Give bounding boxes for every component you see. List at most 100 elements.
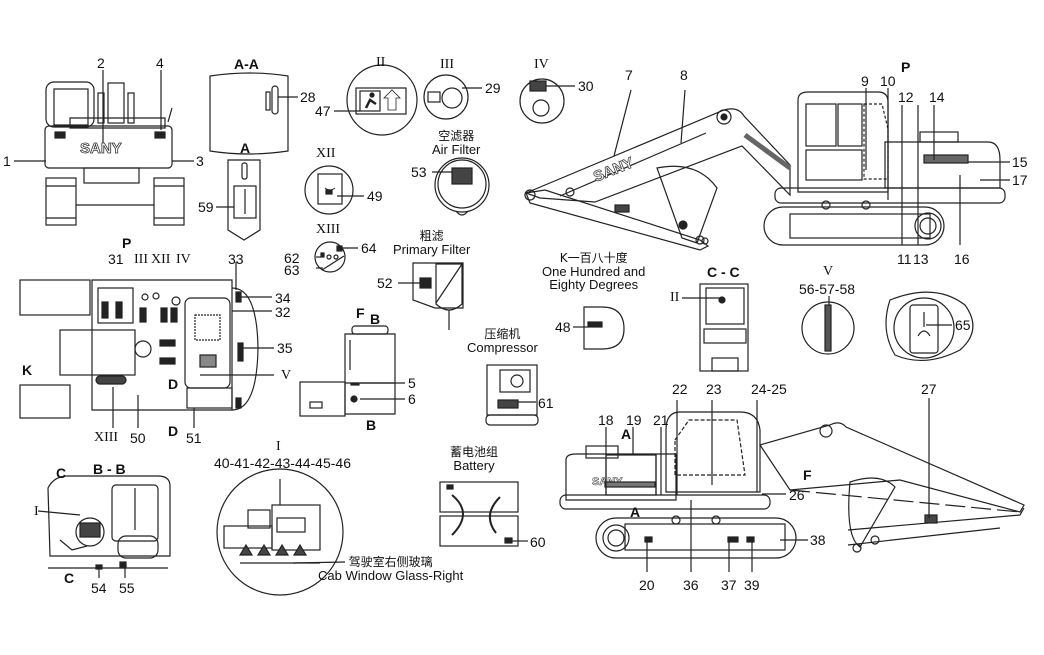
top-view-p-title: P	[122, 235, 132, 251]
callout-5: 5	[408, 375, 416, 391]
callout-31: 31	[108, 251, 124, 267]
callout-22: 22	[672, 381, 688, 397]
svg-text:SANY: SANY	[80, 140, 122, 157]
detail-xiii-drawing	[314, 241, 358, 273]
primary-filter-caption: 粗滤 Primary Filter	[393, 230, 470, 256]
cab-window-caption: 驾驶室右侧玻璃 Cab Window Glass-Right	[318, 556, 463, 582]
section-aa-drawing	[209, 72, 298, 155]
callout-18: 18	[598, 412, 614, 428]
marker-d-upper: D	[168, 376, 179, 392]
detail-xiii-title: XIII	[316, 222, 341, 237]
callout-56-57-58: 56-57-58	[799, 281, 856, 297]
primary-filter-drawing	[398, 262, 464, 330]
callout-40-46: 40-41-42-43-44-45-46	[214, 455, 351, 471]
callout-15: 15	[1012, 154, 1028, 170]
callout-8: 8	[680, 67, 688, 83]
callout-60: 60	[530, 534, 546, 550]
rear-view-drawing: SANY	[14, 70, 194, 226]
callout-9: 9	[861, 73, 869, 89]
primary-filter-title-zh: 粗滤	[419, 229, 444, 243]
detail-ii-title: II	[376, 55, 386, 70]
compressor-title-en: Compressor	[467, 339, 538, 355]
marker-f: F	[803, 467, 812, 483]
view-a-title: A	[240, 140, 251, 156]
callout-59: 59	[198, 199, 214, 215]
callout-32: 32	[275, 304, 291, 320]
detail-v-drawing	[801, 296, 855, 355]
compressor-drawing	[485, 364, 539, 426]
callout-34: 34	[275, 290, 291, 306]
detail-iv-drawing	[519, 78, 575, 124]
callout-62: 62	[284, 250, 300, 266]
detail-xii-title: XII	[316, 146, 336, 161]
marker-d-lower: D	[168, 423, 179, 439]
callout-11: 11	[897, 251, 912, 267]
callout-29: 29	[485, 80, 501, 96]
side-view-left-drawing: SANY	[559, 398, 1025, 572]
battery-title-zh: 蓄电池组	[450, 445, 499, 459]
side-view-right-drawing: SANY	[524, 88, 1010, 251]
view-k-title-en-2: Eighty Degrees	[549, 277, 639, 293]
battery-title-en: Battery	[453, 457, 495, 473]
callout-53: 53	[411, 164, 427, 180]
callout-4: 4	[156, 55, 164, 71]
compressor-title-zh: 压缩机	[484, 327, 521, 341]
marker-c-lower: C	[64, 570, 75, 586]
callout-7: 7	[625, 67, 633, 83]
callout-36: 36	[683, 577, 699, 593]
callout-55: 55	[119, 580, 135, 596]
callout-14: 14	[929, 89, 945, 105]
callout-61: 61	[538, 395, 554, 411]
marker-iii: III	[134, 252, 148, 267]
callout-65: 65	[955, 317, 971, 333]
detail-iv-title: IV	[534, 57, 549, 72]
air-filter-drawing	[432, 157, 490, 216]
callout-21: 21	[653, 412, 669, 428]
marker-iv: IV	[176, 252, 191, 267]
marker-xii: XII	[151, 252, 171, 267]
detail-iii-drawing	[423, 74, 482, 120]
marker-xiii: XIII	[94, 430, 119, 445]
detail-i-title: I	[276, 439, 281, 454]
section-bb-title: B - B	[93, 461, 126, 477]
callout-20: 20	[639, 577, 655, 593]
detail-v-title: V	[823, 264, 834, 279]
callout-19: 19	[626, 412, 642, 428]
detail-i-drawing	[216, 468, 346, 596]
callout-49: 49	[367, 188, 383, 204]
callout-23: 23	[706, 381, 722, 397]
marker-a-lower: A	[630, 504, 641, 520]
callout-27: 27	[921, 381, 937, 397]
callout-24-25: 24-25	[751, 381, 787, 397]
callout-6: 6	[408, 391, 416, 407]
view-k-title-zh: K一百八十度	[559, 251, 628, 265]
view-f-title: F	[356, 305, 365, 321]
marker-a-upper: A	[621, 426, 632, 442]
callout-39: 39	[744, 577, 760, 593]
top-view-p-drawing	[19, 262, 274, 428]
callout-17: 17	[1012, 172, 1028, 188]
callout-35: 35	[277, 340, 293, 356]
section-bb-drawing	[37, 475, 171, 578]
cab-window-title-en: Cab Window Glass-Right	[318, 567, 464, 583]
callout-64: 64	[361, 240, 377, 256]
callout-2: 2	[97, 55, 105, 71]
marker-k: K	[22, 362, 33, 378]
callout-12: 12	[898, 89, 914, 105]
detail-iii-title: III	[440, 57, 454, 72]
view-p-marker: P	[901, 59, 911, 75]
detail-ii-drawing	[334, 64, 418, 136]
battery-drawing	[439, 481, 528, 547]
detail-xii-drawing	[304, 165, 364, 215]
callout-33: 33	[228, 251, 244, 267]
view-a-drawing	[216, 159, 261, 241]
marker-b-upper: B	[370, 311, 381, 327]
air-filter-title-en: Air Filter	[432, 141, 481, 157]
callout-10: 10	[880, 73, 896, 89]
section-aa-title: A-A	[234, 56, 259, 72]
callout-48: 48	[555, 319, 571, 335]
air-filter-caption: 空滤器 Air Filter	[432, 130, 480, 156]
marker-c-upper: C	[56, 465, 67, 481]
callout-28: 28	[300, 89, 316, 105]
